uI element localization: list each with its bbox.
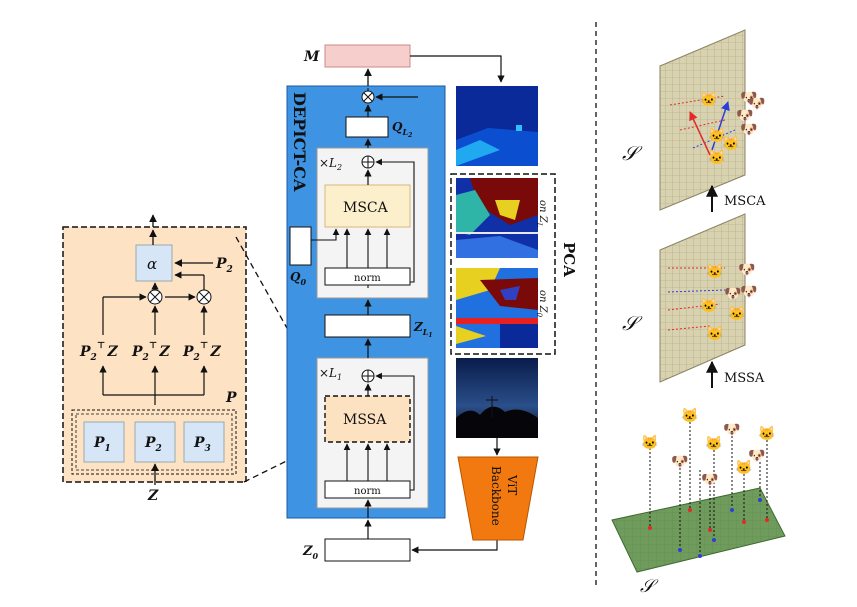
cat-dog-tokens-bottom: 🐱 🐱 🐶 🐱 🐶 🐶 🐱 🐱 🐶 bbox=[641, 407, 775, 558]
svg-text:P2⊤Z: P2⊤Z bbox=[79, 341, 118, 363]
svg-text:🐱: 🐱 bbox=[728, 305, 745, 322]
subspace-ground-plane bbox=[611, 487, 786, 573]
msca-box bbox=[324, 184, 411, 228]
p3-box bbox=[183, 421, 225, 463]
depict-ca-block: DEPICT-CA M QL2 ×L2 MSCA norm bbox=[286, 44, 505, 562]
msca-arrow-label: MSCA bbox=[724, 194, 766, 209]
svg-text:🐱: 🐱 bbox=[758, 425, 775, 442]
svg-text:🐱: 🐱 bbox=[706, 263, 723, 280]
norm-top-label: norm bbox=[354, 273, 381, 284]
subspace-plane-top bbox=[659, 29, 746, 211]
svg-text:🐱: 🐱 bbox=[700, 91, 717, 108]
input-night-image bbox=[456, 358, 538, 438]
svg-text:×L1: ×L1 bbox=[319, 366, 342, 382]
pca-zl-image bbox=[456, 178, 538, 258]
svg-text:on ZL: on ZL bbox=[535, 200, 548, 228]
svg-text:🐶: 🐶 bbox=[736, 108, 753, 124]
svg-text:🐱: 🐱 bbox=[681, 407, 698, 424]
s-label-middle: 𝒮 bbox=[622, 311, 643, 335]
mssa-label: MSSA bbox=[343, 412, 387, 428]
p2-box bbox=[134, 421, 176, 463]
ql2-box bbox=[345, 116, 389, 138]
svg-text:🐱: 🐱 bbox=[708, 127, 725, 144]
backbone-label: Backbone bbox=[489, 466, 503, 526]
zl1-box bbox=[324, 314, 411, 338]
depict-ca-title: DEPICT-CA bbox=[290, 92, 309, 192]
svg-text:🐶: 🐶 bbox=[748, 96, 765, 112]
m-box bbox=[324, 44, 411, 68]
svg-text:Q0: Q0 bbox=[290, 270, 306, 287]
svg-text:QL2: QL2 bbox=[392, 120, 412, 139]
svg-text:🐱: 🐱 bbox=[641, 434, 658, 451]
msca-label: MSCA bbox=[343, 200, 389, 216]
cat-dog-tokens-top: 🐱 🐱 🐱 🐶 🐶 🐶 🐶 🐱 bbox=[669, 90, 765, 166]
p2-right-label: P bbox=[215, 256, 227, 272]
z0-box bbox=[324, 538, 411, 562]
q0-box bbox=[289, 226, 312, 266]
p-label: P bbox=[225, 390, 237, 406]
svg-text:🐱: 🐱 bbox=[708, 149, 725, 166]
svg-text:P2⊤Z: P2⊤Z bbox=[182, 341, 221, 363]
svg-text:🐱: 🐱 bbox=[700, 297, 717, 314]
feature-images: PCA on ZL on Z0 ViT Backbone bbox=[450, 86, 578, 541]
svg-text:P2: P2 bbox=[144, 435, 162, 454]
svg-text:on Z0: on Z0 bbox=[535, 290, 548, 318]
projection-detail-panel: α P2 P2⊤Z P2⊤Z P2⊤Z P bbox=[62, 214, 326, 504]
z-input-label: Z bbox=[147, 488, 159, 504]
cat-dog-tokens-middle: 🐱 🐶 🐶 🐱 🐱 🐶 🐱 bbox=[667, 262, 757, 342]
svg-text:🐱: 🐱 bbox=[705, 435, 722, 452]
m-label: M bbox=[303, 49, 320, 65]
svg-text:🐱: 🐱 bbox=[706, 325, 723, 342]
svg-text:🐱: 🐱 bbox=[722, 135, 739, 152]
vit-backbone-block bbox=[457, 456, 539, 541]
p1-box bbox=[83, 421, 125, 463]
svg-text:Z0: Z0 bbox=[302, 544, 319, 561]
s-label-bottom: 𝒮 bbox=[640, 576, 659, 597]
svg-text:P2⊤Z: P2⊤Z bbox=[131, 341, 170, 363]
svg-text:🐶: 🐶 bbox=[724, 286, 741, 302]
svg-text:×L2: ×L2 bbox=[319, 156, 342, 172]
svg-text:ZL1: ZL1 bbox=[413, 320, 433, 339]
svg-text:🐶: 🐶 bbox=[723, 422, 740, 438]
svg-text:🐶: 🐶 bbox=[748, 448, 765, 464]
alpha-box bbox=[135, 244, 173, 282]
subspace-illustrations: 𝒮 🐱 🐱 🐱 🐶 🐶 🐶 🐶 🐱 MSCA 𝒮 🐱 bbox=[611, 29, 786, 597]
svg-text:P3: P3 bbox=[193, 435, 211, 454]
svg-text:🐱: 🐱 bbox=[735, 459, 752, 476]
pca-label: PCA bbox=[560, 242, 578, 277]
norm-bottom-label: norm bbox=[354, 486, 381, 497]
s-label-top: 𝒮 bbox=[622, 141, 643, 165]
mssa-box bbox=[324, 395, 411, 443]
vit-label: ViT bbox=[505, 474, 519, 495]
svg-text:🐶: 🐶 bbox=[740, 122, 757, 138]
svg-text:🐶: 🐶 bbox=[738, 262, 755, 278]
svg-text:🐶: 🐶 bbox=[740, 90, 757, 106]
mssa-arrow-label: MSSA bbox=[724, 371, 765, 386]
output-mask-image bbox=[456, 86, 538, 166]
alpha-label: α bbox=[147, 255, 157, 273]
svg-text:🐶: 🐶 bbox=[701, 472, 718, 488]
svg-text:🐶: 🐶 bbox=[671, 454, 688, 470]
svg-text:P2: P2 bbox=[215, 256, 233, 275]
projection-labels: P2⊤Z P2⊤Z P2⊤Z bbox=[79, 341, 221, 363]
pca-z0-image bbox=[456, 268, 538, 348]
subspace-plane-middle bbox=[659, 213, 746, 383]
svg-text:🐶: 🐶 bbox=[740, 284, 757, 300]
svg-text:P1: P1 bbox=[93, 435, 111, 454]
